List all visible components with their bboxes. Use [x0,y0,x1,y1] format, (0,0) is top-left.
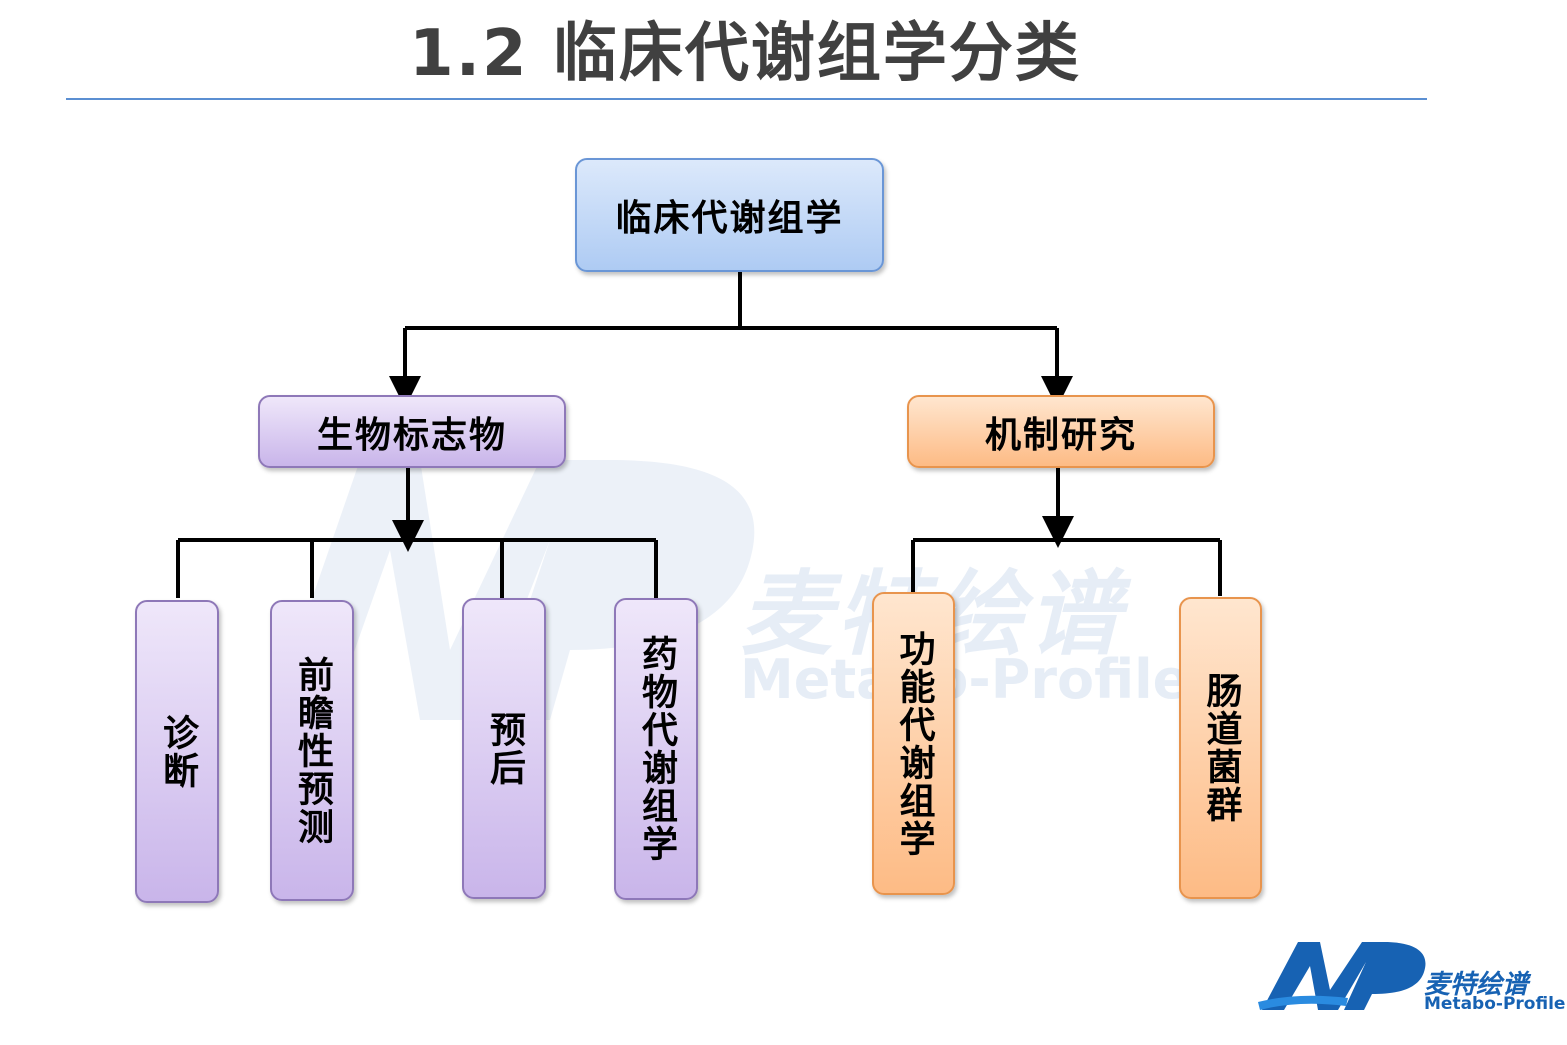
mp-logo-icon [1258,942,1426,1010]
node-biomarker: 生物标志物 [258,395,566,468]
node-label: 肠道菌群 [1200,672,1242,824]
logo-brand-en: Metabo-Profile [1424,994,1566,1014]
node-functional-metabolomics: 功能代谢组学 [872,592,955,895]
slide-title: 1.2 临床代谢组学分类 [409,17,1081,91]
node-label: 机制研究 [984,414,1137,456]
node-label: 生物标志物 [316,414,507,456]
node-clinical-metabolomics: 临床代谢组学 [575,158,884,272]
title-divider [66,98,1427,100]
brand-logo: 麦特绘谱 Metabo-Profile [1258,932,1565,1022]
logo-brand-cn: 麦特绘谱 [1424,970,1529,1000]
node-label: 预后 [484,710,525,787]
node-prospective-prediction: 前瞻性预测 [270,600,354,901]
node-label: 药物代谢组学 [636,635,677,863]
node-pharmacometabolomics: 药物代谢组学 [614,598,698,900]
node-label: 功能代谢组学 [893,629,935,858]
node-label: 前瞻性预测 [292,655,333,846]
node-prognosis: 预后 [462,598,546,899]
node-label: 临床代谢组学 [615,198,844,239]
node-label: 诊断 [157,713,198,790]
node-diagnosis: 诊断 [135,600,219,903]
node-mechanism: 机制研究 [907,395,1215,468]
node-gut-microbiota: 肠道菌群 [1179,597,1262,899]
